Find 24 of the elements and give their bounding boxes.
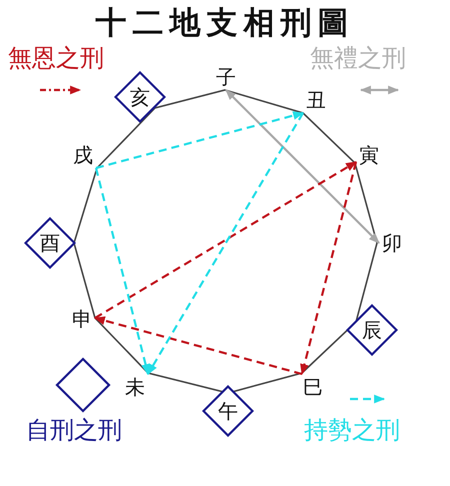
- legend-label: 自刑之刑: [26, 415, 122, 446]
- diamond-box: 午: [202, 385, 254, 437]
- branch-label: 子: [213, 64, 239, 90]
- title: 十二地支相刑圖: [94, 4, 356, 43]
- legend-label: 持勢之刑: [304, 415, 400, 446]
- legend-label: 無禮之刑: [310, 43, 406, 74]
- arrow: [96, 111, 304, 170]
- legend-label: 無恩之刑: [8, 43, 104, 74]
- branch-label: 卯: [379, 230, 405, 256]
- arrow: [94, 316, 302, 376]
- diamond-box: 酉: [24, 217, 76, 269]
- diamond-box: 辰: [346, 304, 398, 356]
- arrow: [94, 161, 357, 319]
- branch-label: 丑: [303, 87, 329, 113]
- branch-label: 未: [122, 374, 148, 400]
- arrow: [225, 89, 380, 244]
- branch-label: 戌: [70, 142, 96, 168]
- branch-label: 申: [69, 306, 95, 332]
- branch-label: 巳: [300, 374, 326, 400]
- branch-label: 寅: [356, 142, 382, 168]
- diamond-box: 亥: [114, 71, 166, 123]
- arrow: [300, 162, 358, 376]
- arrow: [147, 112, 304, 375]
- arrow: [94, 168, 150, 376]
